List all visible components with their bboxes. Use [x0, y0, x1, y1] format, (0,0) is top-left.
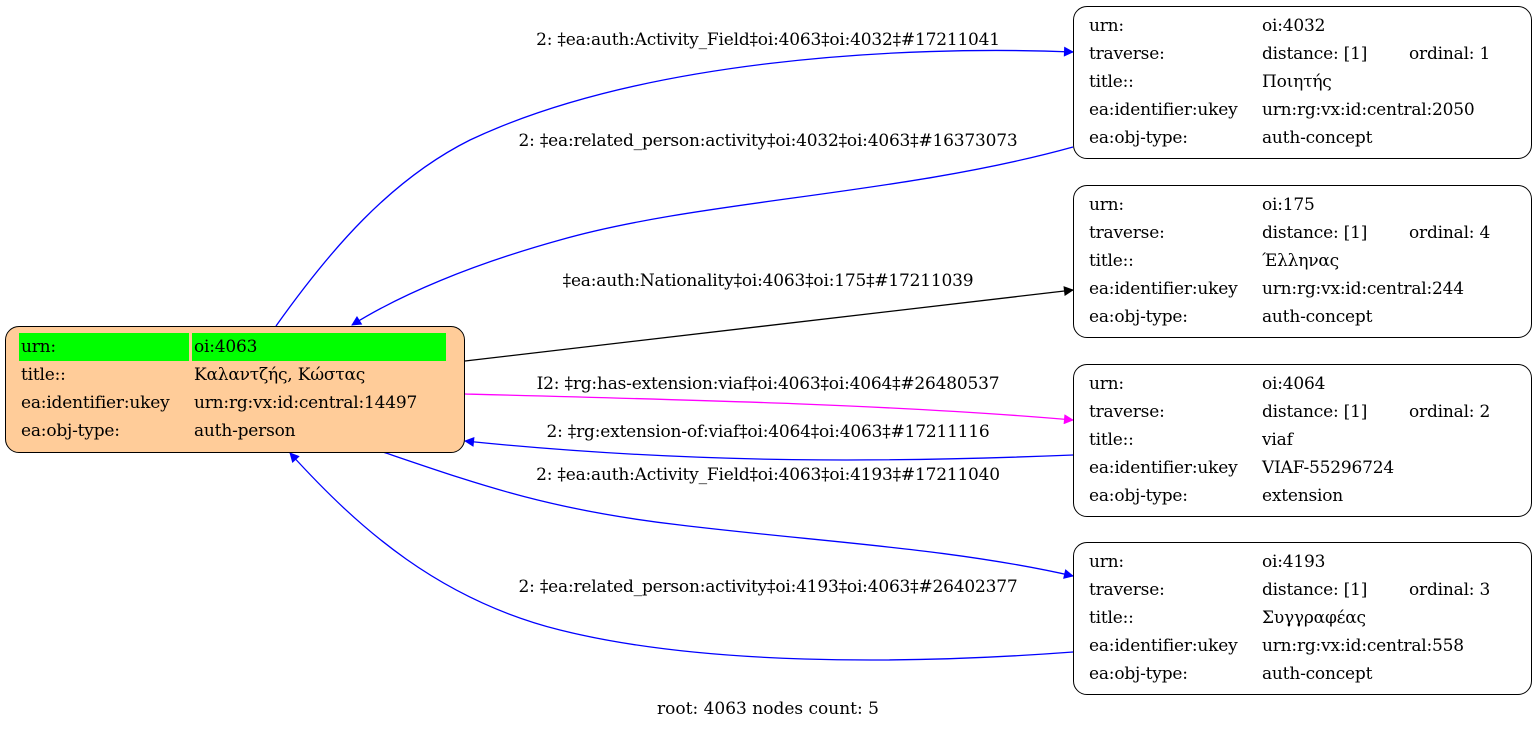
node-key: traverse: [1089, 44, 1165, 64]
node-key: traverse: [1089, 402, 1165, 422]
node-row-title: title::Έλληνας [1087, 247, 1492, 275]
node-value: Έλληνας [1262, 251, 1339, 271]
graph-footer: root: 4063 nodes count: 5 [657, 699, 879, 719]
node-value: distance: [1] [1262, 402, 1368, 422]
node-key: ea:obj-type: [1089, 307, 1188, 327]
node-value: distance: [1] [1262, 223, 1368, 243]
root-key: title:: [21, 365, 66, 385]
node-row-ukey: ea:identifier:ukey urn:rg:vx:id:central:5… [1087, 632, 1492, 660]
edge-has-extension-4064[interactable] [464, 393, 1074, 425]
edge-label: 2: ‡rg:extension-of:viaf‡oi:4064‡oi:4063… [546, 422, 990, 442]
node-row-obj-type: ea:obj-type: auth-concept [1087, 303, 1492, 331]
node-row-ukey: ea:identifier:ukey VIAF-55296724 [1087, 454, 1492, 482]
edge-label: ‡ea:auth:Nationality‡oi:4063‡oi:175‡#172… [562, 271, 974, 291]
edge-activity-field-4193[interactable] [382, 451, 1074, 579]
node-value: auth-concept [1262, 664, 1373, 684]
root-node[interactable]: urn: oi:4063 title:: Καλαντζής, Κώστας e… [5, 326, 465, 453]
edge-related-person-4032[interactable] [351, 146, 1074, 326]
node-key: urn: [1089, 16, 1124, 36]
node-ordinal: ordinal: 2 [1409, 402, 1491, 422]
node-key: ea:obj-type: [1089, 664, 1188, 684]
node-value: auth-concept [1262, 128, 1373, 148]
node-key: ea:identifier:ukey [1089, 458, 1238, 478]
edge-label: 2: ‡ea:auth:Activity_Field‡oi:4063‡oi:41… [536, 465, 1000, 485]
root-row-urn: urn: oi:4063 [19, 333, 446, 361]
node-key: urn: [1089, 374, 1124, 394]
node-row-ukey: ea:identifier:ukey urn:rg:vx:id:central:2… [1087, 275, 1492, 303]
edge-label: I2: ‡rg:has-extension:viaf‡oi:4063‡oi:40… [536, 374, 1000, 394]
edge-label: 2: ‡ea:related_person:activity‡oi:4193‡o… [518, 577, 1018, 597]
node-value: auth-concept [1262, 307, 1373, 327]
node-row-urn: urn: oi:4032 [1087, 12, 1492, 40]
node-value: urn:rg:vx:id:central:244 [1262, 279, 1464, 299]
graph-node[interactable]: urn: oi:175 traverse: distance: [1] ordinal:… [1073, 185, 1532, 338]
node-value: oi:4193 [1262, 552, 1326, 572]
graph-node[interactable]: urn: oi:4193 traverse: distance: [1] ordinal… [1073, 542, 1532, 695]
node-value: urn:rg:vx:id:central:2050 [1262, 100, 1475, 120]
node-row-urn: urn: oi:175 [1087, 191, 1492, 219]
node-key: ea:identifier:ukey [1089, 636, 1238, 656]
node-key: traverse: [1089, 580, 1165, 600]
root-value: Καλαντζής, Κώστας [194, 365, 366, 385]
edge-activity-field-4032[interactable] [275, 46, 1074, 327]
node-value: oi:4064 [1262, 374, 1326, 394]
edge-nationality-175[interactable] [464, 286, 1074, 362]
edge-related-person-4193[interactable] [289, 452, 1074, 661]
node-key: title:: [1089, 251, 1134, 271]
node-value: Συγγραφέας [1262, 608, 1366, 628]
graph-node[interactable]: urn: oi:4064 traverse: distance: [1] ordinal… [1073, 364, 1532, 517]
node-key: ea:obj-type: [1089, 486, 1188, 506]
node-value: extension [1262, 486, 1344, 506]
graph-node[interactable]: urn: oi:4032 traverse: distance: [1] ordinal… [1073, 6, 1532, 159]
node-value: VIAF-55296724 [1262, 458, 1394, 478]
node-key: urn: [1089, 552, 1124, 572]
edge-label: 2: ‡ea:auth:Activity_Field‡oi:4063‡oi:40… [536, 30, 1000, 50]
node-key: urn: [1089, 195, 1124, 215]
node-key: ea:obj-type: [1089, 128, 1188, 148]
edge-extension-of-4063[interactable] [464, 436, 1074, 461]
node-value: Ποιητής [1262, 72, 1332, 92]
node-row-traverse: traverse: distance: [1] ordinal: 3 [1087, 576, 1492, 604]
node-key: ea:identifier:ukey [1089, 279, 1238, 299]
node-key: title:: [1089, 72, 1134, 92]
node-ordinal: ordinal: 1 [1409, 44, 1491, 64]
node-key: title:: [1089, 430, 1134, 450]
node-value: viaf [1262, 430, 1293, 450]
node-value: urn:rg:vx:id:central:558 [1262, 636, 1464, 656]
node-row-title: title::Συγγραφέας [1087, 604, 1492, 632]
node-value: distance: [1] [1262, 44, 1368, 64]
node-value: oi:175 [1262, 195, 1315, 215]
node-value: oi:4032 [1262, 16, 1326, 36]
root-row-ukey: ea:identifier:ukey urn:rg:vx:id:central:… [19, 389, 446, 417]
node-row-traverse: traverse: distance: [1] ordinal: 4 [1087, 219, 1492, 247]
node-row-title: title::viaf [1087, 426, 1492, 454]
root-value: urn:rg:vx:id:central:14497 [194, 393, 418, 413]
root-row-obj-type: ea:obj-type: auth-person [19, 417, 446, 445]
node-row-obj-type: ea:obj-type: auth-concept [1087, 124, 1492, 152]
edge-label: 2: ‡ea:related_person:activity‡oi:4032‡o… [518, 131, 1018, 151]
root-key: urn: [19, 333, 189, 361]
node-key: traverse: [1089, 223, 1165, 243]
node-key: title:: [1089, 608, 1134, 628]
node-row-traverse: traverse: distance: [1] ordinal: 1 [1087, 40, 1492, 68]
node-ordinal: ordinal: 3 [1409, 580, 1491, 600]
root-value: oi:4063 [192, 333, 446, 361]
root-row-title: title:: Καλαντζής, Κώστας [19, 361, 446, 389]
node-key: ea:identifier:ukey [1089, 100, 1238, 120]
node-row-ukey: ea:identifier:ukey urn:rg:vx:id:central:2… [1087, 96, 1492, 124]
node-row-obj-type: ea:obj-type: extension [1087, 482, 1492, 510]
root-key: ea:identifier:ukey [21, 393, 170, 413]
root-value: auth-person [194, 421, 296, 441]
node-row-urn: urn: oi:4064 [1087, 370, 1492, 398]
node-value: distance: [1] [1262, 580, 1368, 600]
root-key: ea:obj-type: [21, 421, 120, 441]
node-row-obj-type: ea:obj-type: auth-concept [1087, 660, 1492, 688]
node-row-title: title::Ποιητής [1087, 68, 1492, 96]
node-row-traverse: traverse: distance: [1] ordinal: 2 [1087, 398, 1492, 426]
node-ordinal: ordinal: 4 [1409, 223, 1491, 243]
node-row-urn: urn: oi:4193 [1087, 548, 1492, 576]
